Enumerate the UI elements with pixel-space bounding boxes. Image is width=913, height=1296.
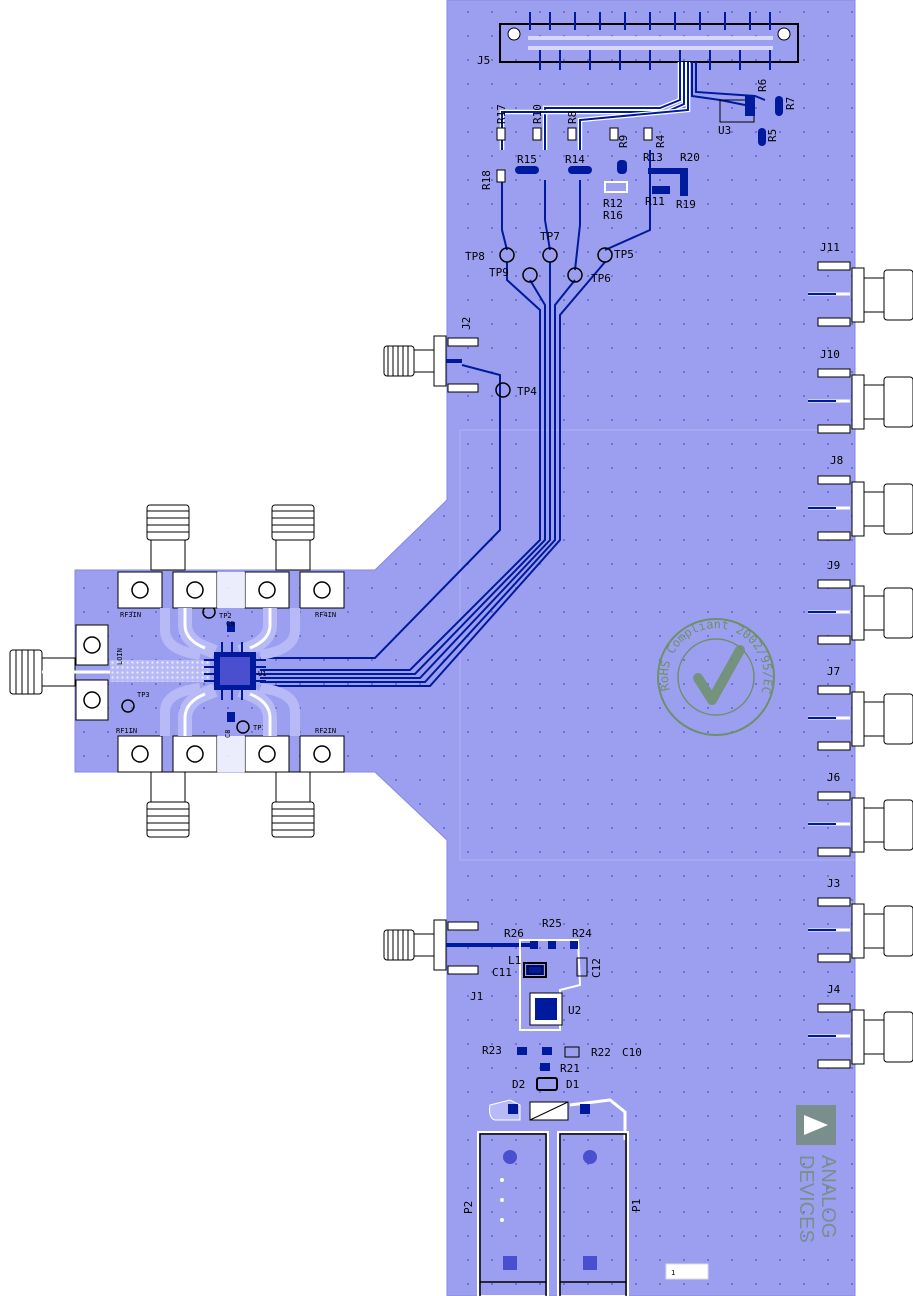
r9-label: R9	[617, 135, 630, 148]
top-resistors	[496, 96, 783, 196]
test-points	[121, 247, 613, 734]
tp7-label: TP7	[540, 230, 560, 243]
j4-label: J4	[827, 983, 841, 996]
power-section	[477, 939, 629, 1296]
connector-j2	[383, 335, 479, 393]
j10-label: J10	[820, 348, 840, 361]
tp8-label: TP8	[465, 250, 485, 263]
p2-label: P2	[462, 1201, 475, 1214]
j5-label: J5	[477, 54, 490, 67]
c8-label: C8	[224, 730, 232, 738]
tp3-label: TP3	[137, 691, 150, 699]
r16-label: R16	[603, 209, 623, 222]
tp1-label: TP1	[253, 724, 266, 732]
control-traces	[260, 62, 766, 687]
u3-label: U3	[718, 124, 731, 137]
right-connectors	[808, 261, 913, 1069]
r14-label: R14	[565, 153, 585, 166]
r26-label: R26	[504, 927, 524, 940]
j11-label: J11	[820, 241, 840, 254]
j6-label: J6	[827, 771, 840, 784]
c12-label: C12	[590, 958, 603, 978]
r8-label: R8	[566, 111, 579, 124]
c9-label: C9	[226, 620, 234, 628]
j9-label: J9	[827, 559, 840, 572]
page-number: 1	[671, 1269, 675, 1277]
mixer-section	[9, 504, 345, 838]
tp9-label: TP9	[489, 266, 509, 279]
c11-label: C11	[492, 966, 512, 979]
tp6-label: TP6	[591, 272, 611, 285]
r22-label: R22	[591, 1046, 611, 1059]
connector-j5	[499, 12, 799, 70]
d2-label: D2	[512, 1078, 525, 1091]
r12-label: R12	[603, 197, 623, 210]
j3-label: J3	[827, 877, 840, 890]
d1-label: D1	[566, 1078, 579, 1091]
r17-label: R17	[495, 104, 508, 124]
l1-label: L1	[508, 954, 521, 967]
r5-label: R5	[766, 129, 779, 142]
logo-line1: ANALOG	[817, 1155, 839, 1238]
r7-label: R7	[784, 97, 797, 110]
connector-j1	[383, 919, 530, 975]
r10-label: R10	[531, 104, 544, 124]
u1-label: U1	[258, 670, 266, 678]
rf3in-label: RF3IN	[120, 611, 141, 619]
r11-label: R11	[645, 195, 665, 208]
j7-label: J7	[827, 665, 840, 678]
r24-label: R24	[572, 927, 592, 940]
r23-label: R23	[482, 1044, 502, 1057]
r19-label: R19	[676, 198, 696, 211]
r15-label: R15	[517, 153, 537, 166]
r25-label: R25	[542, 917, 562, 930]
tp2-label: TP2	[219, 612, 232, 620]
rf1in-label: RF1IN	[116, 727, 137, 735]
j2-label: J2	[460, 317, 473, 330]
loin-label: LOIN	[116, 648, 124, 665]
r18-label: R18	[480, 170, 493, 190]
tp4-label: TP4	[517, 385, 537, 398]
r4-label: R4	[654, 134, 667, 148]
page-number-box: 1	[665, 1263, 709, 1280]
tp5-label: TP5	[614, 248, 634, 261]
rf2in-label: RF2IN	[315, 727, 336, 735]
j1-label: J1	[470, 990, 483, 1003]
rf4in-label: RF4IN	[315, 611, 336, 619]
r20-label: R20	[680, 151, 700, 164]
c10-label: C10	[622, 1046, 642, 1059]
j8-label: J8	[830, 454, 843, 467]
logo-line2: DEVICES	[795, 1155, 817, 1243]
r13-label: R13	[643, 151, 663, 164]
r6-label: R6	[756, 79, 769, 92]
p1-label: P1	[630, 1199, 643, 1212]
u2-label: U2	[568, 1004, 581, 1017]
r21-label: R21	[560, 1062, 580, 1075]
analog-devices-logo: ANALOG DEVICES	[795, 1105, 839, 1243]
